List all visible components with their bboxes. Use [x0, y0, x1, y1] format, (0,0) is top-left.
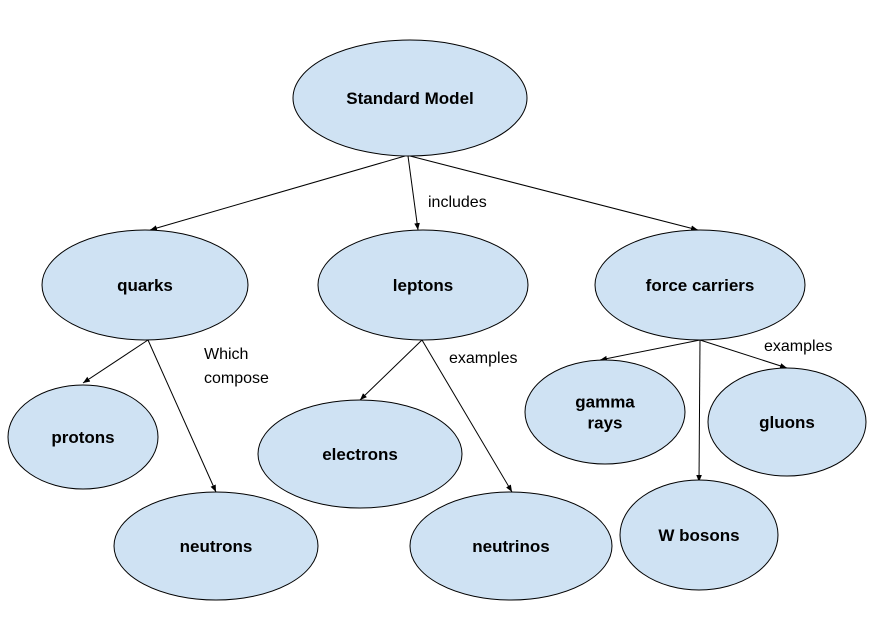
arrow-quarks-to-neutrons — [147, 339, 217, 493]
arrow-leptons-to-electrons — [359, 339, 423, 401]
node-electrons[interactable]: electrons — [257, 399, 463, 509]
node-label: W bosons — [658, 526, 739, 545]
node-ellipse — [524, 359, 686, 465]
node-label: neutrons — [180, 537, 253, 556]
arrow-standard-model-to-leptons — [407, 155, 420, 231]
node-leptons[interactable]: leptons — [317, 229, 529, 341]
node-ellipse — [7, 384, 159, 490]
node-ellipse — [41, 229, 249, 341]
node-label: rays — [588, 414, 623, 433]
node-label: leptons — [393, 276, 453, 295]
node-label: quarks — [117, 276, 173, 295]
node-label: gluons — [759, 413, 815, 432]
arrow-force-carriers-to-gluons — [699, 339, 788, 369]
node-neutrinos[interactable]: neutrinos — [409, 491, 613, 601]
edge-label-which-compose: Which — [204, 346, 248, 363]
node-label: electrons — [322, 445, 398, 464]
node-label: gamma — [575, 393, 635, 412]
node-gamma-rays[interactable]: gamma rays — [524, 359, 686, 465]
edge-label-examples-leptons: examples — [449, 350, 517, 367]
node-label: neutrinos — [472, 537, 549, 556]
node-ellipse — [707, 367, 867, 477]
node-ellipse — [317, 229, 529, 341]
node-ellipse — [409, 491, 613, 601]
arrow-leptons-to-neutrinos — [421, 339, 513, 493]
node-protons[interactable]: protons — [7, 384, 159, 490]
node-ellipse — [113, 491, 319, 601]
node-quarks[interactable]: quarks — [41, 229, 249, 341]
node-standard-model[interactable]: Standard Model — [292, 39, 528, 157]
arrow-force-carriers-to-w-bosons — [696, 339, 702, 483]
node-w-bosons[interactable]: W bosons — [619, 479, 779, 591]
node-ellipse — [257, 399, 463, 509]
node-force-carriers[interactable]: force carriers — [594, 229, 806, 341]
edge-label-examples-force: examples — [764, 338, 832, 355]
arrow-force-carriers-to-gamma-rays — [599, 339, 701, 362]
node-label: Standard Model — [346, 89, 474, 108]
arrow-quarks-to-protons — [82, 339, 149, 384]
node-label: protons — [51, 428, 114, 447]
edge-label-which-compose: compose — [204, 370, 269, 387]
node-ellipse — [292, 39, 528, 157]
node-label: force carriers — [646, 276, 755, 295]
node-ellipse — [619, 479, 779, 591]
arrow-standard-model-to-force-carriers — [409, 155, 699, 231]
edge-label-includes: includes — [428, 194, 487, 211]
node-gluons[interactable]: gluons — [707, 367, 867, 477]
arrow-standard-model-to-quarks — [149, 155, 406, 231]
node-neutrons[interactable]: neutrons — [113, 491, 319, 601]
node-ellipse — [594, 229, 806, 341]
